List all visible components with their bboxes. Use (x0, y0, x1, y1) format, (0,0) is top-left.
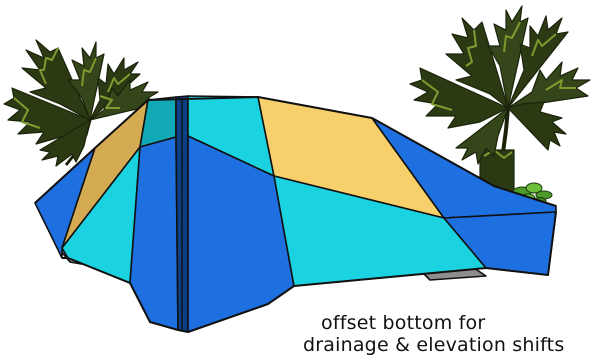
caption-line-1: offset bottom for (321, 312, 485, 334)
caption-line-2: drainage & elevation shifts (303, 334, 564, 356)
